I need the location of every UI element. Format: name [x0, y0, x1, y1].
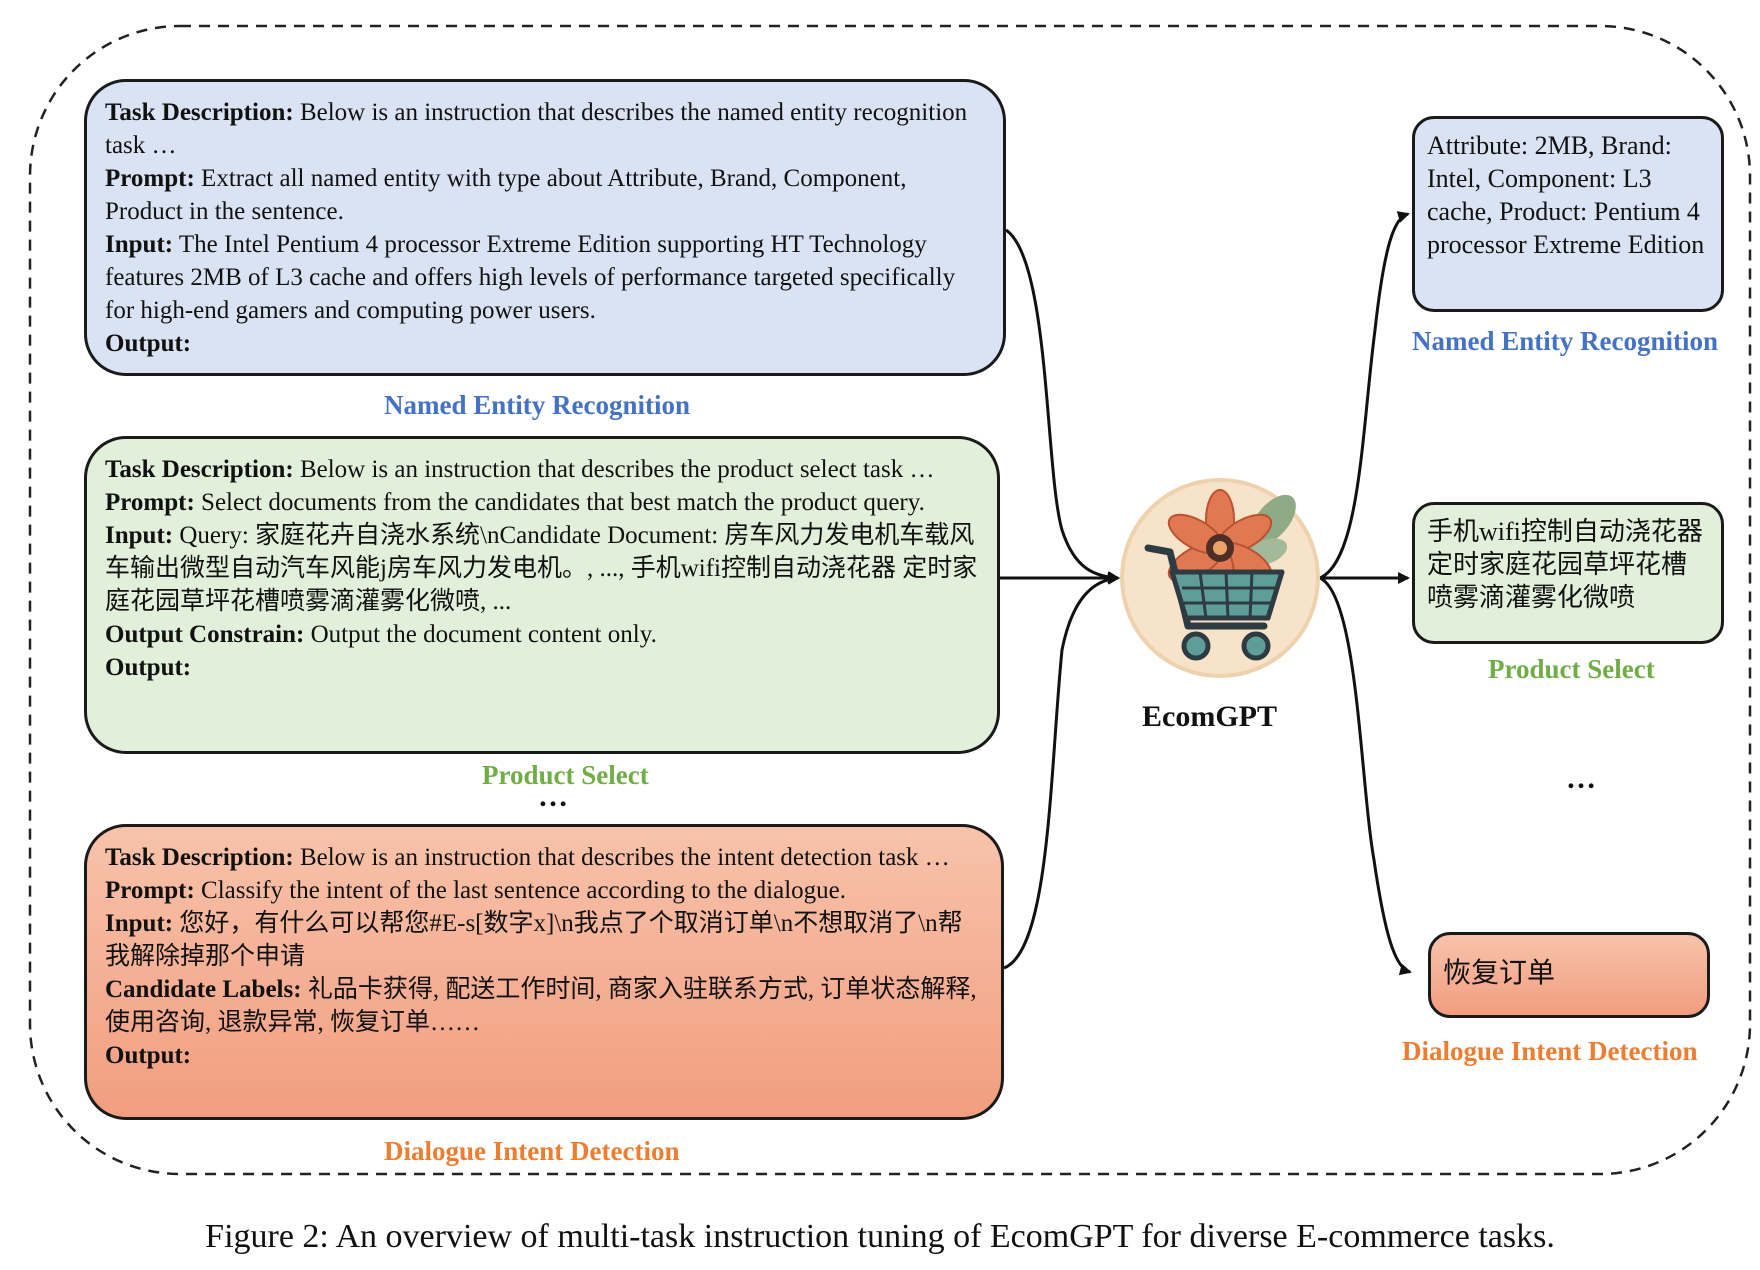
field-value: Classify the intent of the last sentence… — [194, 877, 846, 904]
ner-output-label: Named Entity Recognition — [1412, 326, 1718, 356]
dashed-border — [28, 24, 1752, 1176]
connector-model-to-ner — [1319, 211, 1410, 580]
field-key: Prompt: — [105, 877, 195, 904]
field-key: Task Description: — [105, 99, 294, 126]
intent-line: Output: — [105, 1039, 983, 1072]
intent-input-label: Dialogue Intent Detection — [384, 1136, 680, 1166]
ner-line: Task Description: Below is an instructio… — [105, 96, 985, 162]
intent-input-box: Task Description: Below is an instructio… — [84, 824, 1004, 1120]
ner-input-label: Named Entity Recognition — [384, 390, 690, 420]
field-key: Output: — [105, 654, 192, 681]
product-select-line: Output Constrain: Output the document co… — [105, 618, 979, 651]
intent-line: Prompt: Classify the intent of the last … — [105, 874, 983, 907]
ner-input-box: Task Description: Below is an instructio… — [84, 79, 1006, 376]
product-select-input-label: Product Select — [482, 760, 649, 790]
field-key: Task Description: — [105, 844, 294, 871]
ecomgpt-logo-icon — [1120, 478, 1320, 678]
intent-line: Task Description: Below is an instructio… — [105, 841, 983, 874]
connector-ner-to-model — [1005, 228, 1120, 584]
field-key: Output: — [105, 1042, 192, 1069]
ner-line: Input: The Intel Pentium 4 processor Ext… — [105, 228, 985, 327]
product-select-output-box: 手机wifi控制自动浇花器 定时家庭花园草坪花槽喷雾滴灌雾化微喷 — [1412, 502, 1724, 644]
field-key: Input: — [105, 522, 174, 549]
ner-line: Prompt: Extract all named entity with ty… — [105, 162, 985, 228]
field-value: Below is an instruction that describes t… — [293, 456, 935, 483]
figure-caption: Figure 2: An overview of multi-task inst… — [205, 1218, 1555, 1255]
field-value: Below is an instruction that describes t… — [105, 99, 968, 159]
field-value: 礼品卡获得, 配送工作时间, 商家入驻联系方式, 订单状态解释, 使用咨询, 退… — [105, 976, 977, 1036]
field-value: The Intel Pentium 4 processor Extreme Ed… — [105, 231, 956, 324]
field-value: Select documents from the candidates tha… — [194, 489, 925, 516]
product-select-line: Task Description: Below is an instructio… — [105, 453, 979, 486]
field-key: Input: — [105, 231, 174, 258]
field-value: 您好，有什么可以帮您#E-s[数字x]\n我点了个取消订单\n不想取消了\n帮我… — [105, 910, 963, 970]
intent-line: Candidate Labels: 礼品卡获得, 配送工作时间, 商家入驻联系方… — [105, 973, 983, 1039]
input-ellipsis: … — [538, 780, 568, 813]
product-select-line: Output: — [105, 651, 979, 684]
field-key: Task Description: — [105, 456, 294, 483]
connector-intent-to-model — [1003, 572, 1120, 970]
model-name: EcomGPT — [1142, 700, 1277, 733]
product-select-line: Prompt: Select documents from the candid… — [105, 486, 979, 519]
field-value: Output the document content only. — [304, 621, 657, 648]
field-key: Output: — [105, 330, 192, 357]
product-select-output-label: Product Select — [1488, 654, 1655, 684]
field-key: Output Constrain: — [105, 621, 305, 648]
field-key: Prompt: — [105, 165, 195, 192]
field-value: Below is an instruction that describes t… — [293, 844, 950, 871]
field-key: Candidate Labels: — [105, 976, 302, 1003]
connector-model-to-intent — [1319, 576, 1412, 976]
intent-output-label: Dialogue Intent Detection — [1402, 1036, 1698, 1066]
field-key: Prompt: — [105, 489, 195, 516]
ner-output-box: Attribute: 2MB, Brand: Intel, Component:… — [1412, 116, 1724, 312]
output-ellipsis: … — [1566, 762, 1596, 795]
intent-line: Input: 您好，有什么可以帮您#E-s[数字x]\n我点了个取消订单\n不想… — [105, 907, 983, 973]
product-select-line: Input: Query: 家庭花卉自浇水系统\nCandidate Docum… — [105, 519, 979, 618]
ner-line: Output: — [105, 327, 985, 360]
intent-output-box: 恢复订单 — [1428, 932, 1710, 1018]
field-value: Query: 家庭花卉自浇水系统\nCandidate Document: 房车… — [105, 522, 978, 615]
field-value: Extract all named entity with type about… — [105, 165, 907, 225]
product-select-input-box: Task Description: Below is an instructio… — [84, 436, 1000, 754]
field-key: Input: — [105, 910, 174, 937]
